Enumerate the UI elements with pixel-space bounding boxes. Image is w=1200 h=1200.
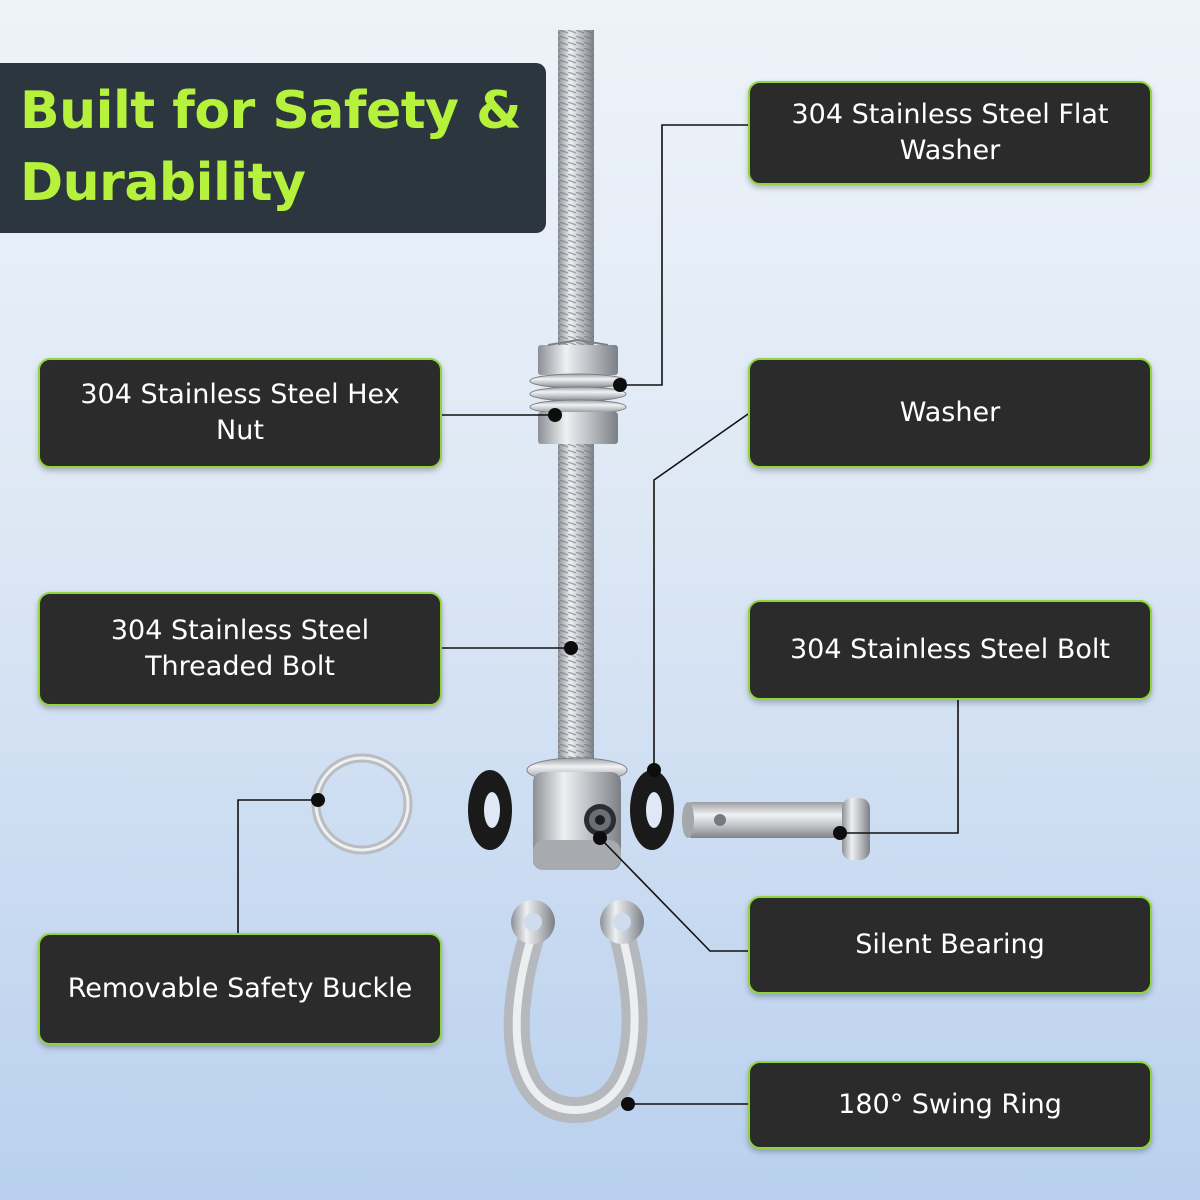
leader-washer [653, 413, 749, 770]
leader-bolt [840, 700, 959, 834]
label-silent-bearing: Silent Bearing [748, 896, 1152, 994]
silent-bearing-part [584, 804, 616, 836]
leader-flat-washer [620, 124, 748, 386]
clevis-block [533, 772, 621, 870]
title-banner: Built for Safety & Durability [0, 63, 546, 233]
leader-silent-bearing [599, 837, 748, 952]
leader-lines [237, 124, 959, 1105]
label-safety-buckle: Removable Safety Buckle [38, 933, 442, 1045]
page-title: Built for Safety & Durability [20, 81, 522, 213]
label-flat-washer: 304 Stainless Steel Flat Washer [748, 81, 1152, 185]
clevis-pin-bolt [682, 798, 870, 860]
label-bolt: 304 Stainless Steel Bolt [748, 600, 1152, 700]
swing-shackle [503, 900, 648, 1124]
left-black-washer [468, 770, 512, 850]
right-black-washer [630, 770, 674, 850]
label-hex-nut: 304 Stainless Steel Hex Nut [38, 358, 442, 468]
flat-washer-stack [529, 373, 627, 415]
label-threaded-bolt: 304 Stainless Steel Threaded Bolt [38, 592, 442, 706]
upper-hex-nut [538, 338, 618, 375]
label-washer: Washer [748, 358, 1152, 468]
label-swing-ring: 180° Swing Ring [748, 1061, 1152, 1149]
split-key-ring [311, 753, 413, 855]
leader-dots [311, 378, 847, 1111]
leader-safety-buckle [237, 799, 318, 935]
